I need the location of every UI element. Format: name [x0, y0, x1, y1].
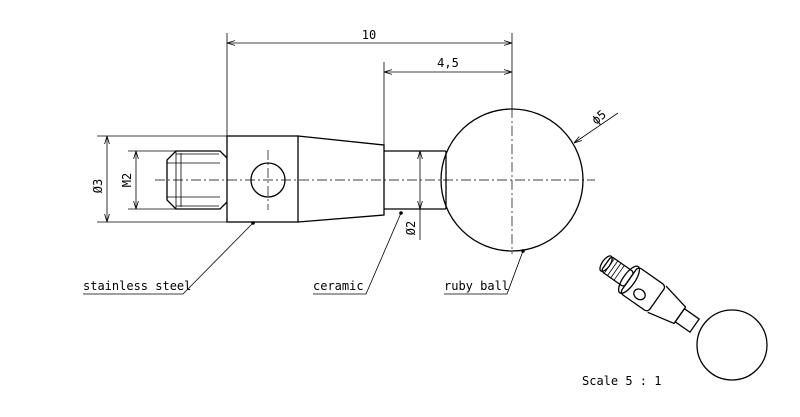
ceramic-taper — [297, 135, 385, 223]
steel-body — [226, 135, 299, 223]
dimension-thread: M2 — [120, 150, 176, 210]
threaded-end — [166, 150, 228, 210]
dimension-total-length-text: 10 — [362, 28, 376, 42]
dimension-ball-diameter: ϕ5 — [574, 107, 619, 143]
dimension-body-diameter-text: Ø3 — [91, 179, 105, 193]
label-stainless-steel: stainless steel — [83, 279, 191, 293]
dimension-ball-offset-text: 4,5 — [437, 56, 459, 70]
leader-stainless-steel: stainless steel — [83, 221, 255, 295]
ruby-ball — [440, 108, 584, 252]
isometric-view — [599, 255, 768, 381]
leader-ceramic: ceramic — [313, 211, 403, 295]
dimension-total-length: 10 — [226, 28, 513, 136]
label-ruby-ball: ruby ball — [444, 279, 509, 293]
stem — [384, 150, 447, 210]
dimension-body-diameter: Ø3 — [91, 135, 227, 223]
dimension-stem-diameter: Ø2 — [404, 151, 420, 240]
label-ceramic: ceramic — [313, 279, 364, 293]
dimension-ball-offset: 4,5 — [383, 56, 512, 145]
cross-hole — [250, 162, 286, 198]
dimension-thread-text: M2 — [120, 173, 134, 187]
leader-ruby-ball: ruby ball — [444, 249, 525, 295]
dimension-stem-diameter-text: Ø2 — [404, 221, 418, 235]
scale-label: Scale 5 : 1 — [582, 374, 661, 388]
dimension-ball-diameter-text: ϕ5 — [589, 107, 609, 127]
